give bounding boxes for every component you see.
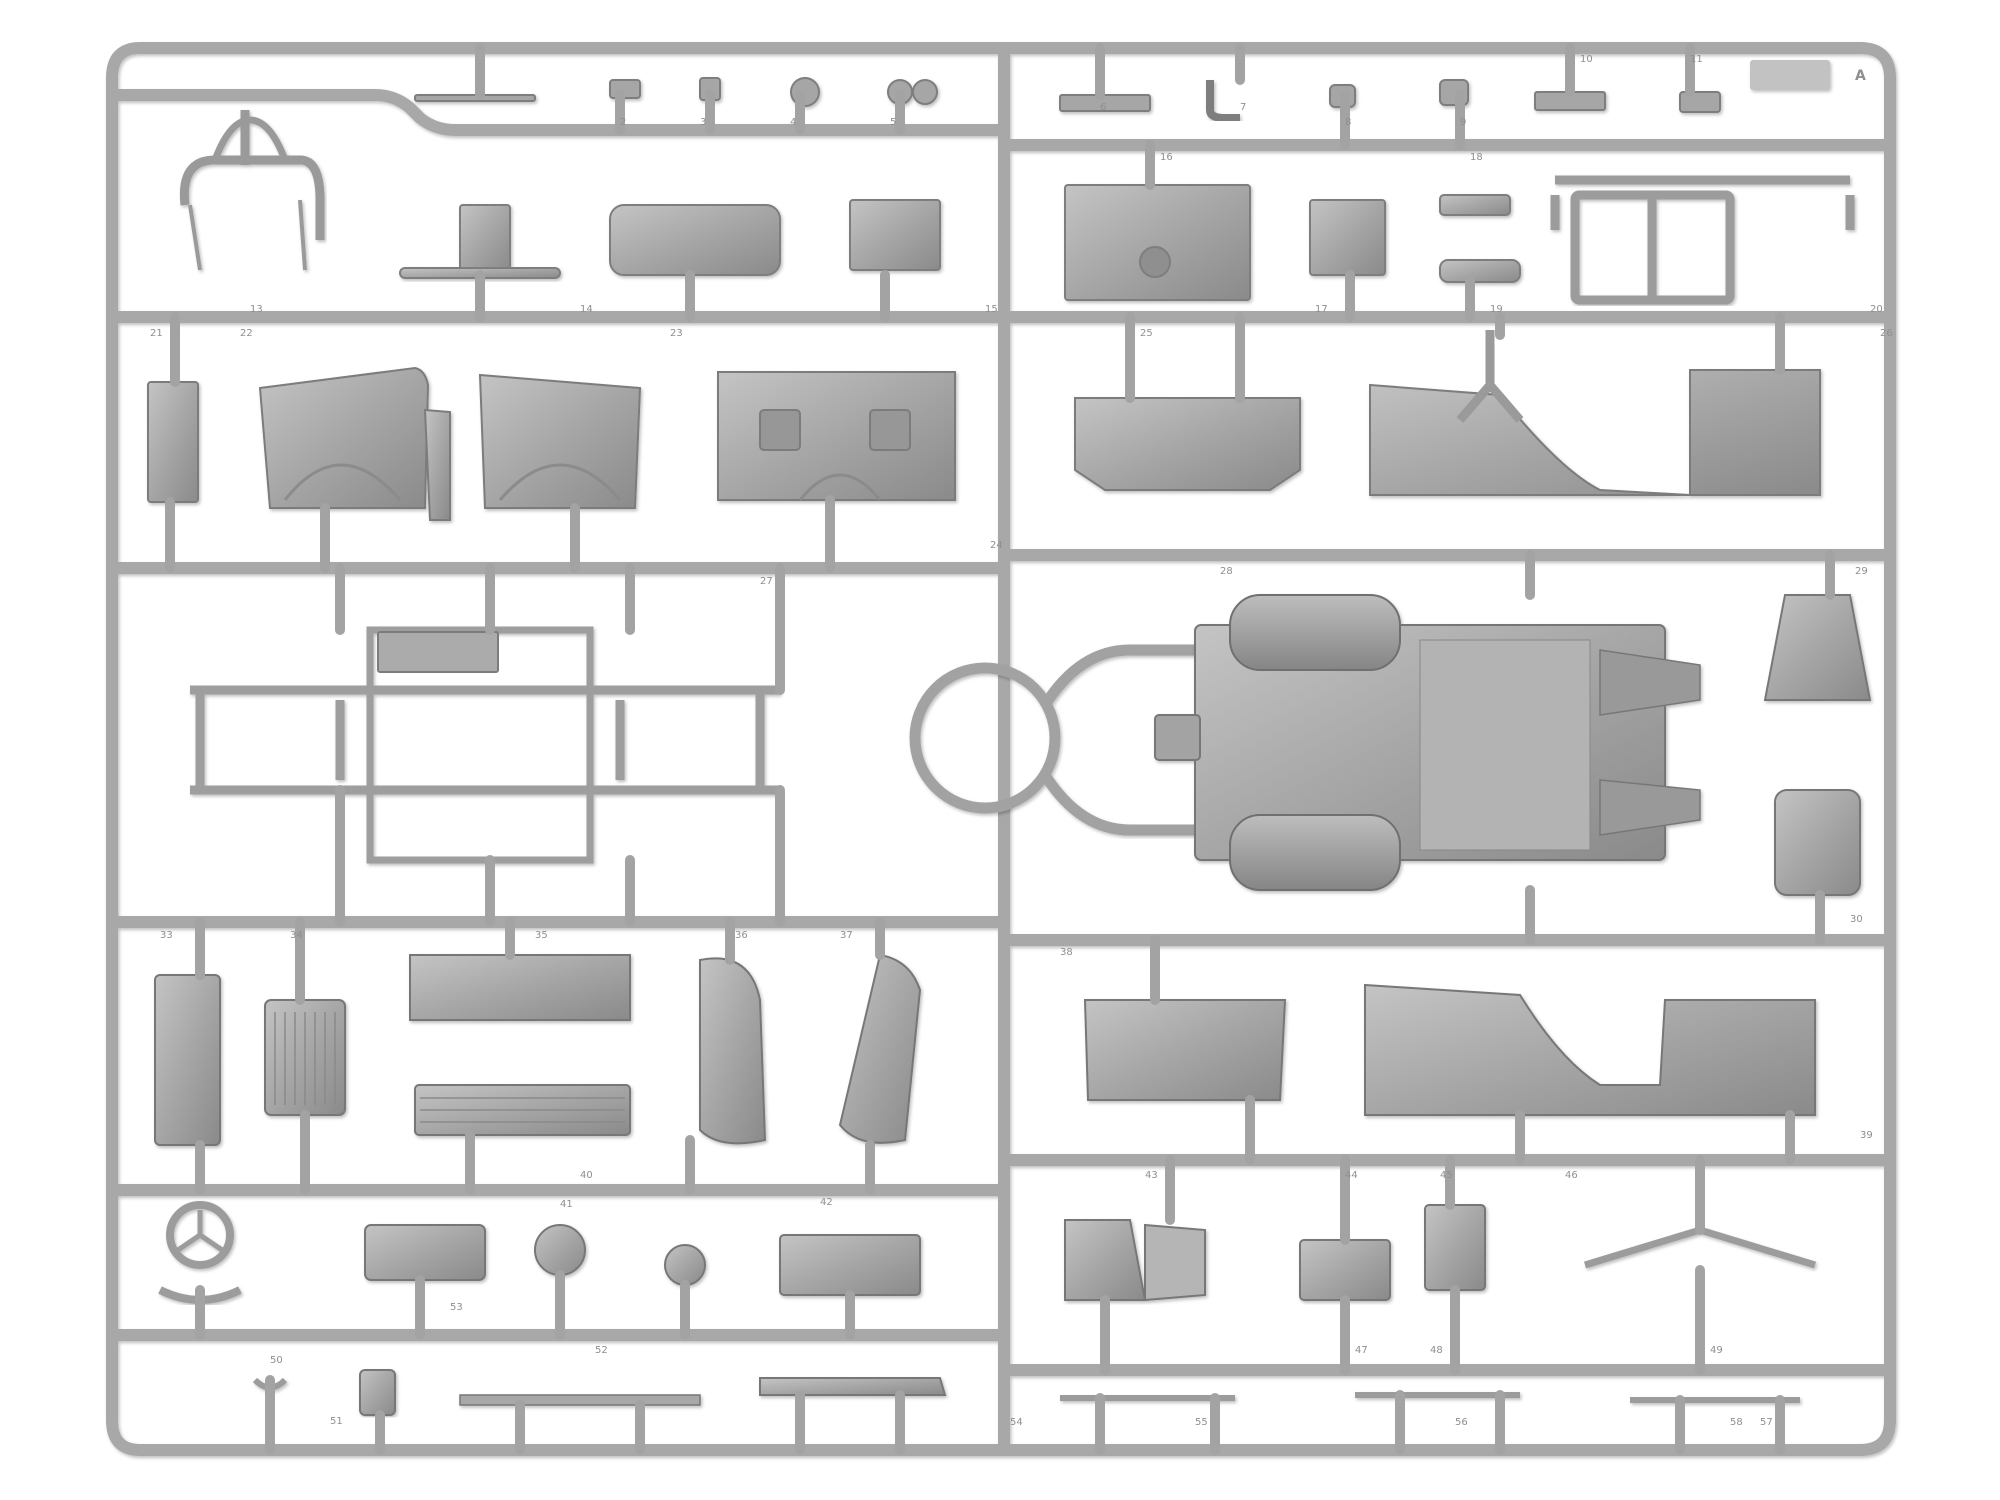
part-number-label: 4 (790, 117, 796, 128)
part-number-label: 17 (1315, 304, 1328, 315)
part-number-label: 52 (595, 1345, 608, 1356)
part-number-label: 56 (1455, 1417, 1468, 1428)
part-number-label: 7 (1240, 102, 1246, 113)
part-number-label: 23 (670, 328, 683, 339)
parts-row4-right (1763, 594, 1872, 896)
part-number-label: 45 (1440, 1170, 1453, 1181)
part-number-label: 29 (1855, 566, 1868, 577)
part-number-label: 33 (160, 930, 173, 941)
part-number-label: 28 (1220, 566, 1233, 577)
grille-lines (274, 1012, 625, 1123)
part-number-label: 21 (150, 328, 163, 339)
part-number-label: 40 (580, 1170, 593, 1181)
part-number-label: 53 (450, 1302, 463, 1313)
part-number-label: 47 (1355, 1345, 1368, 1356)
chassis-panel (377, 631, 499, 673)
part-number-label: 15 (985, 304, 998, 315)
part-number-label: 6 (1100, 102, 1106, 113)
fender-arches (283, 463, 882, 501)
part-number-label: 39 (1860, 1130, 1873, 1141)
part-number-label: 30 (1850, 914, 1863, 925)
part-number-label: 25 (1140, 328, 1153, 339)
part-number-label: 54 (1010, 1417, 1023, 1428)
part-number-label: 35 (535, 930, 548, 941)
chassis-frame (190, 626, 780, 864)
part-number-label: 51 (330, 1416, 343, 1427)
frame-tube-part (179, 110, 325, 271)
part-number-label: 49 (1710, 1345, 1723, 1356)
body-tub (1154, 594, 1701, 891)
part-number-label: 13 (250, 304, 263, 315)
part-number-label: 57 (1760, 1417, 1773, 1428)
sprue-id-label: A (1855, 68, 1866, 84)
part-number-label: 10 (1580, 54, 1593, 65)
part-number-label: 8 (1345, 117, 1351, 128)
parts-row2-right (1064, 175, 1855, 305)
part-number-label: 16 (1160, 152, 1173, 163)
part-number-label: 19 (1490, 304, 1503, 315)
part-number-label: 42 (820, 1197, 833, 1208)
circular-runner (909, 644, 1200, 836)
parts-row6-left (158, 1201, 921, 1304)
parts-row5-left (154, 953, 922, 1146)
part-number-label: 38 (1060, 947, 1073, 958)
part-number-label: 24 (990, 540, 1003, 551)
part-number-label: 3 (700, 117, 706, 128)
part-number-label: 26 (1880, 328, 1893, 339)
part-number-label: 22 (240, 328, 253, 339)
part-number-label: 27 (760, 576, 773, 587)
part-number-label: 48 (1430, 1345, 1443, 1356)
part-number-label: 14 (580, 304, 593, 315)
parts-row7 (252, 1369, 1800, 1416)
gate-stubs (165, 43, 1835, 1455)
part-number-label: 50 (270, 1355, 283, 1366)
part-number-label: 34 (290, 930, 303, 941)
part-number-label: 37 (840, 930, 853, 941)
part-number-label: 41 (560, 1199, 573, 1210)
part-number-label: 55 (1195, 1417, 1208, 1428)
part-number-label: 2 (620, 117, 626, 128)
part-number-label: 36 (735, 930, 748, 941)
parts-row2-left (399, 199, 941, 279)
part-number-label: 46 (1565, 1170, 1578, 1181)
parts-row3-left (147, 366, 956, 521)
part-number-label: 58 (1730, 1417, 1743, 1428)
part-number-label: 43 (1145, 1170, 1158, 1181)
parts-row5-right (1083, 983, 1816, 1116)
parts-row3-right (1074, 369, 1821, 497)
part-number-label: 11 (1690, 54, 1703, 65)
y-bracket (1456, 330, 1524, 423)
small-parts-top (414, 60, 1830, 122)
part-number-label: 20 (1870, 304, 1883, 315)
part-number-label: 5 (890, 117, 896, 128)
part-number-label: 18 (1470, 152, 1483, 163)
part-number-label: 44 (1345, 1170, 1358, 1181)
part-number-label: 9 (1460, 117, 1466, 128)
